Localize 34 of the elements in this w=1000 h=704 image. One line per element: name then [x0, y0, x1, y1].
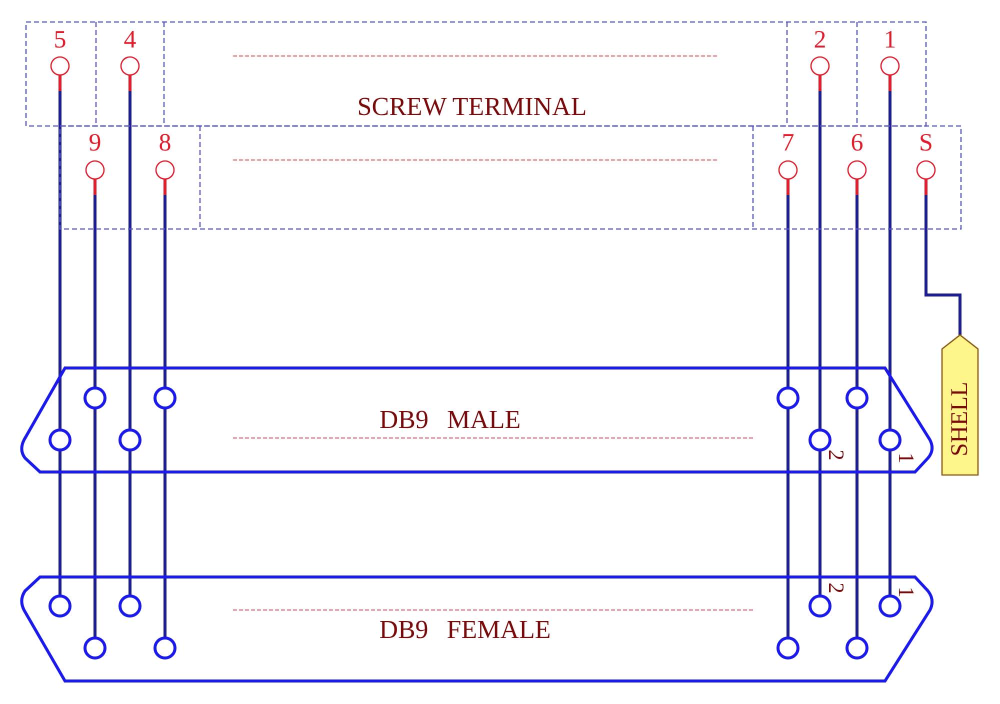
wire — [888, 450, 892, 596]
wire — [856, 408, 858, 638]
wire — [94, 195, 96, 388]
wire — [58, 91, 62, 430]
terminal-number: 8 — [158, 130, 172, 156]
wire — [786, 195, 790, 388]
tag-label: SHELL — [948, 382, 972, 456]
terminal-number: 1 — [884, 28, 896, 52]
terminal-number: 7 — [782, 130, 794, 156]
wire — [128, 450, 132, 596]
wire — [58, 450, 62, 596]
wire — [128, 91, 132, 430]
connector-label: DB9 MALE — [379, 407, 521, 433]
pin-number: 2 — [825, 582, 847, 594]
pin-number: 2 — [825, 450, 847, 460]
pin-number: 1 — [895, 452, 917, 464]
connector-label: DB9 FEMALE — [379, 617, 551, 643]
terminal-number: S — [919, 130, 933, 156]
pin-number: 1 — [895, 586, 917, 598]
wire — [164, 195, 166, 388]
wire — [818, 450, 822, 596]
terminal-number: 5 — [54, 28, 66, 52]
wire — [164, 408, 166, 638]
terminal-number: 6 — [850, 130, 864, 156]
terminal-number: 9 — [88, 130, 102, 156]
wire — [94, 408, 96, 638]
wire — [888, 91, 892, 430]
wire — [924, 195, 962, 335]
wire — [818, 91, 822, 430]
wire — [786, 408, 790, 638]
wire — [856, 195, 858, 388]
terminal-number: 2 — [814, 28, 826, 52]
block-label: SCREW TERMINAL — [357, 94, 587, 120]
terminal-number: 4 — [124, 28, 136, 52]
